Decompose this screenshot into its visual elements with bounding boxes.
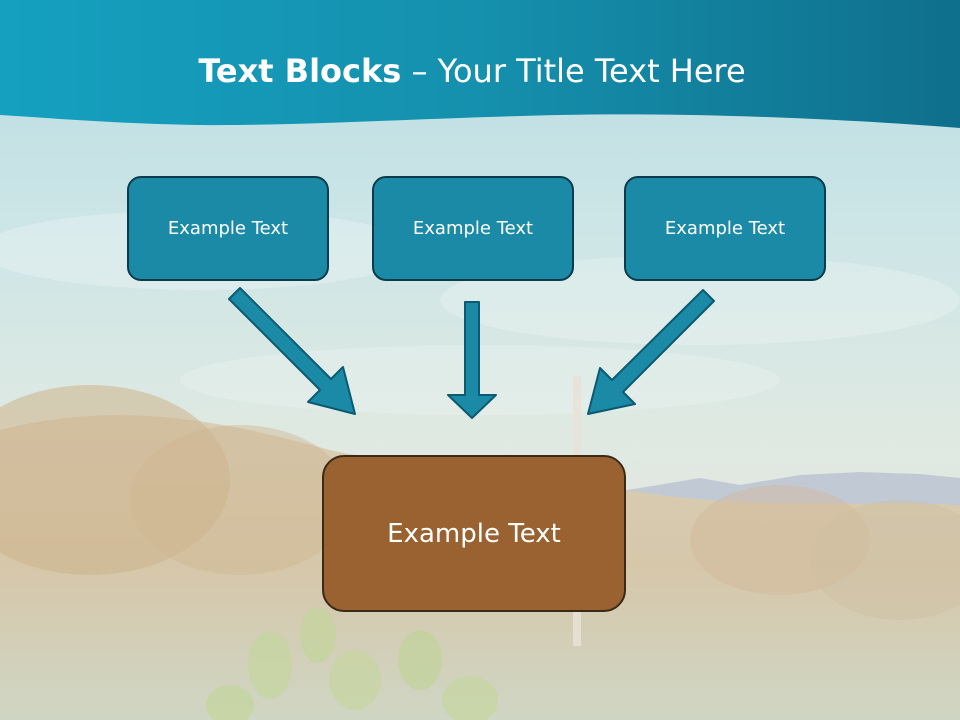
text-block-1-label: Example Text: [167, 218, 289, 239]
title-rest-text: – Your Title Text Here: [401, 52, 746, 90]
text-block-2[interactable]: Example Text: [372, 176, 574, 281]
arrow-left-diagonal: [228, 287, 356, 415]
text-block-1[interactable]: Example Text: [127, 176, 329, 281]
title-bold-text: Text Blocks: [198, 52, 402, 90]
arrow-center-down: [447, 301, 497, 419]
arrow-right-diagonal: [587, 289, 715, 415]
text-block-2-label: Example Text: [412, 218, 534, 239]
text-block-3-label: Example Text: [664, 218, 786, 239]
text-block-3[interactable]: Example Text: [624, 176, 826, 281]
summary-text-block[interactable]: Example Text: [322, 455, 626, 612]
summary-text-block-label: Example Text: [387, 518, 561, 549]
slide-title: Text Blocks – Your Title Text Here: [0, 52, 944, 90]
